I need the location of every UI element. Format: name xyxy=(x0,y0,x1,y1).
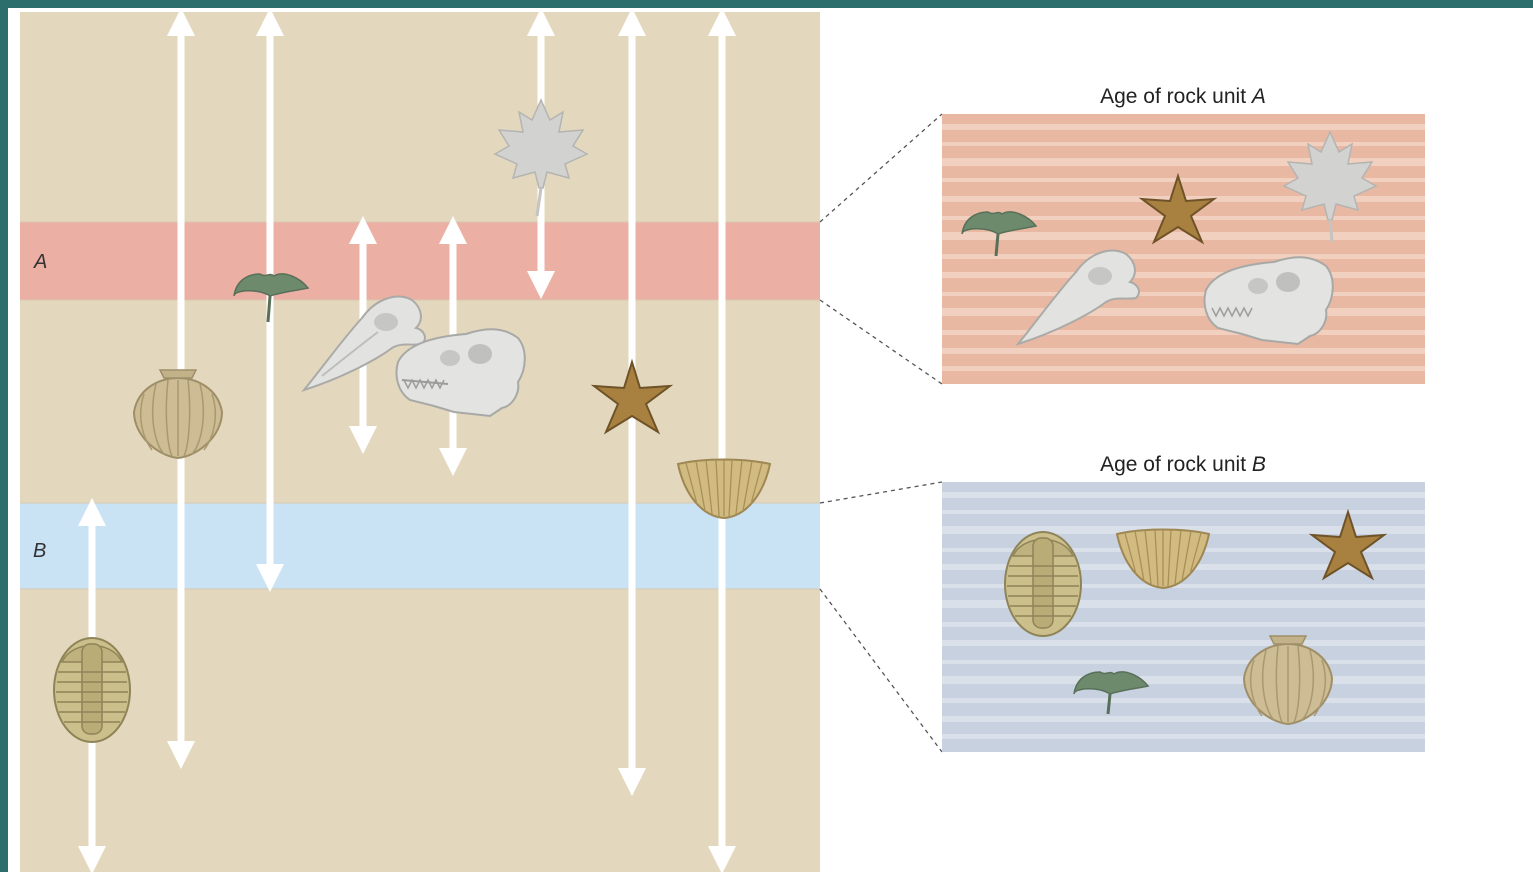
panel-a-title: Age of rock unit A xyxy=(1100,85,1266,108)
panel-b-trilobite-icon xyxy=(1005,532,1081,636)
panel-b-sample xyxy=(942,482,1425,752)
rock-unit-b-band xyxy=(20,503,820,589)
panel-b-title: Age of rock unit B xyxy=(1100,453,1266,476)
rock-background xyxy=(20,12,820,872)
rock-column: A B xyxy=(20,12,820,872)
trilobite-icon xyxy=(54,638,130,742)
unit-a-label: A xyxy=(33,251,47,273)
panel-a-sample xyxy=(942,114,1425,384)
unit-b-label: B xyxy=(33,540,46,562)
rock-unit-a-band xyxy=(20,222,820,300)
connector-lines xyxy=(820,114,942,752)
